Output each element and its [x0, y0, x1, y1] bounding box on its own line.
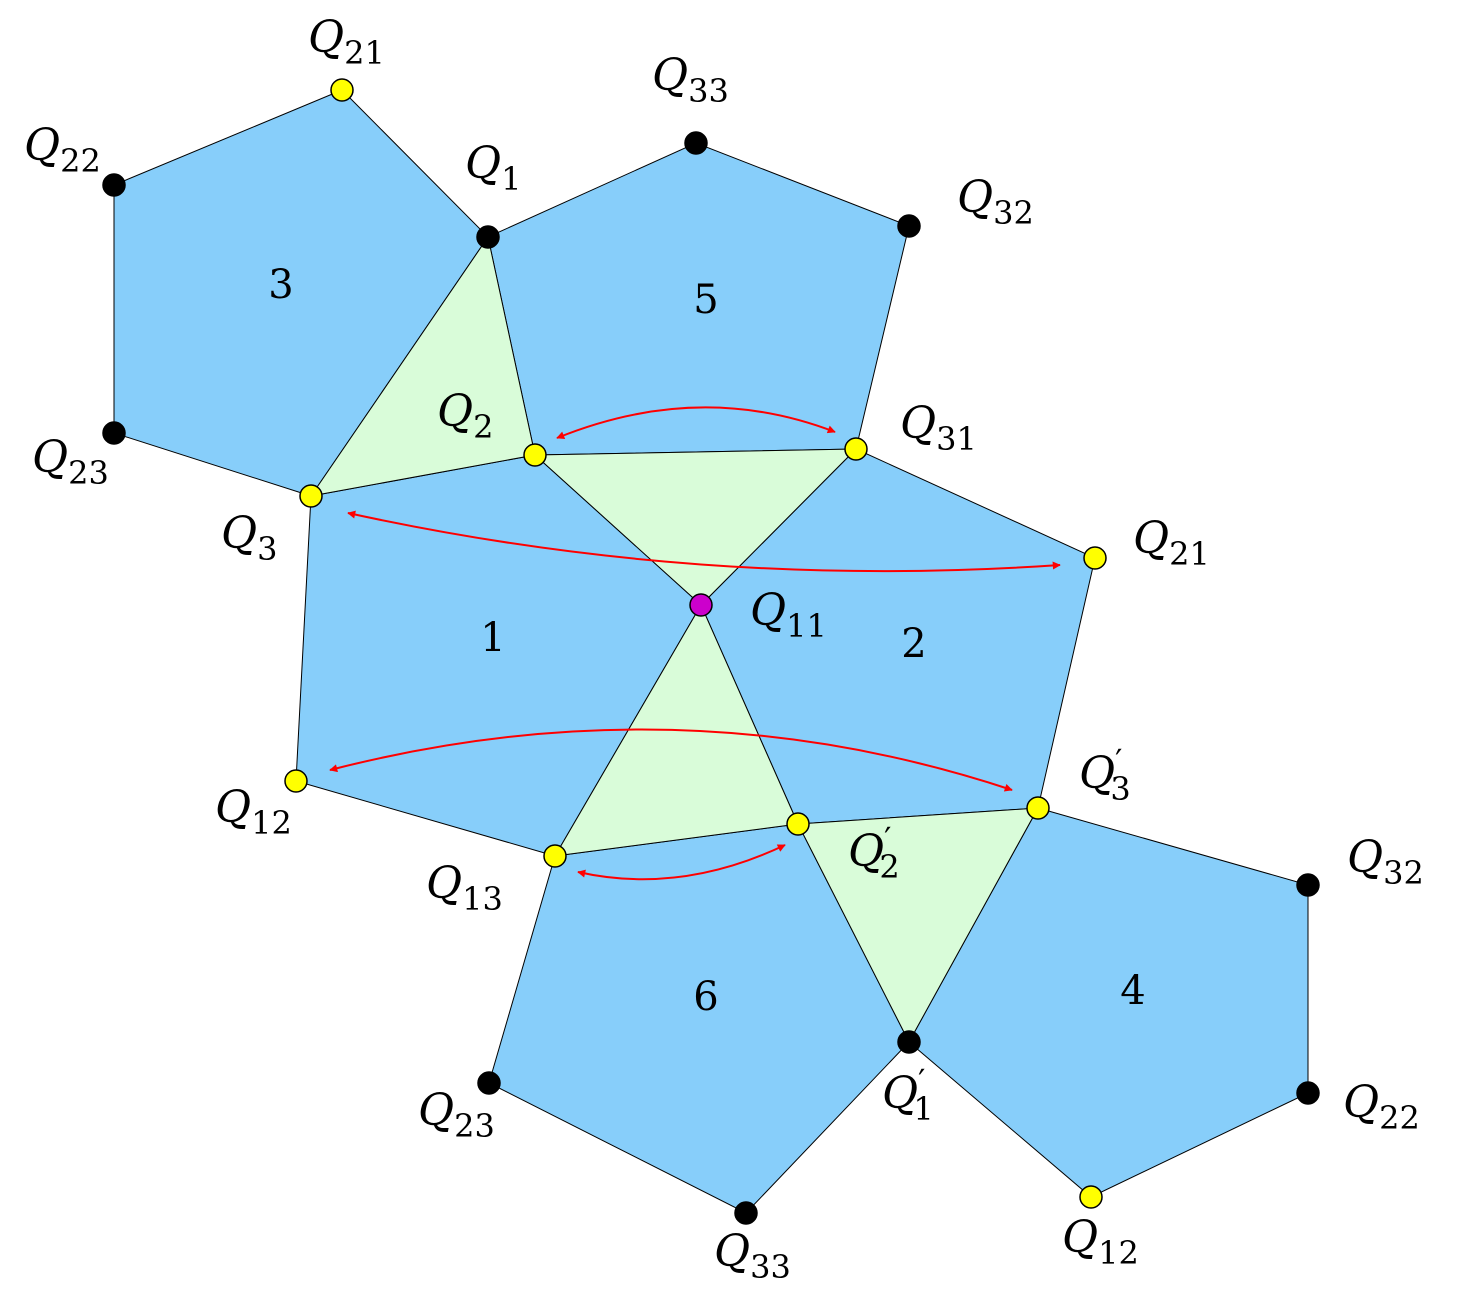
region-label-6: 6 — [693, 974, 718, 1020]
label-q1: Q1 — [465, 138, 521, 198]
vertex-q12-bottom — [1079, 1185, 1103, 1209]
label-q21-top: Q21 — [308, 12, 385, 72]
vertex-q2 — [523, 443, 547, 467]
vertex-q2-prime — [786, 812, 810, 836]
label-q33-top: Q33 — [652, 50, 729, 110]
vertex-q13 — [543, 844, 567, 868]
vertex-q23-bottom — [477, 1071, 501, 1095]
triangle-q2p-q3p-q1p — [797, 807, 1039, 1044]
region-label-2: 2 — [901, 621, 926, 667]
label-q23-left: Q23 — [32, 432, 109, 492]
vertex-q11 — [689, 593, 713, 617]
label-q11: Q11 — [750, 585, 827, 645]
vertex-q3 — [299, 484, 323, 508]
region-label-4: 4 — [1120, 968, 1145, 1014]
vertex-q32-right — [1296, 873, 1320, 897]
arrow-q2-q31 — [556, 406, 836, 440]
label-q22-right: Q22 — [1343, 1077, 1420, 1137]
vertex-q22-left — [102, 173, 126, 197]
label-q23-bottom: Q23 — [418, 1085, 495, 1145]
label-q12-bottom: Q12 — [1062, 1212, 1139, 1272]
vertex-q31 — [844, 437, 868, 461]
label-q2: Q2 — [437, 386, 493, 446]
vertex-q3-prime — [1026, 796, 1050, 820]
label-q32-right: Q32 — [1347, 832, 1424, 892]
vertex-q33-bottom — [734, 1201, 758, 1225]
label-q33-bottom: Q33 — [714, 1226, 791, 1286]
label-q22-left: Q22 — [24, 120, 101, 180]
arrow-q13-q2p — [577, 844, 786, 881]
region-label-3: 3 — [268, 262, 293, 308]
label-q3-prime: Q′3 — [1079, 742, 1131, 808]
label-q21-right: Q21 — [1133, 513, 1210, 573]
label-q2-prime: Q′2 — [848, 820, 900, 886]
vertex-q21-right — [1083, 546, 1107, 570]
vertex-q32-top — [897, 214, 921, 238]
vertex-q1-prime — [897, 1030, 921, 1054]
label-q12-left: Q12 — [215, 782, 292, 842]
label-q1-prime: Q′1 — [882, 1062, 934, 1128]
region-label-5: 5 — [693, 277, 718, 323]
vertex-q21-top — [330, 78, 354, 102]
label-q32-top: Q32 — [957, 172, 1034, 232]
triangle-q1-q2-q3 — [309, 235, 536, 497]
arrow-q3-q21 — [347, 510, 1061, 573]
label-q31: Q31 — [900, 398, 977, 458]
arrow-q12-q3p — [329, 728, 1013, 792]
pentagon-3 — [113, 89, 489, 497]
vertex-q23-left — [102, 421, 126, 445]
vertex-q33-top — [684, 131, 708, 155]
region-label-1: 1 — [480, 615, 505, 661]
vertex-q1 — [476, 225, 500, 249]
vertex-q12-left — [284, 769, 308, 793]
vertex-q22-right — [1296, 1081, 1320, 1105]
label-q13: Q13 — [426, 858, 503, 918]
label-q3: Q3 — [221, 508, 277, 568]
